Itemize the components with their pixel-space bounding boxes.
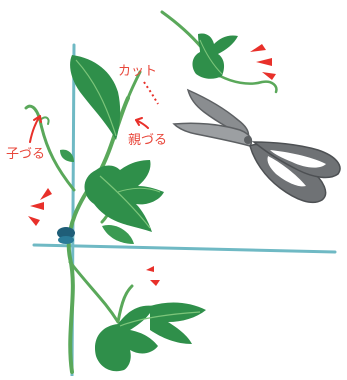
top-leaf bbox=[70, 55, 120, 140]
label-child-vine: 子づる bbox=[6, 148, 45, 162]
trellis-net bbox=[34, 45, 335, 376]
trellis-horizontal-wire bbox=[34, 245, 335, 252]
label-parent-vine: 親づる bbox=[128, 134, 167, 148]
tie-knot bbox=[57, 227, 75, 244]
parent-vine-arrow bbox=[136, 118, 148, 128]
pruning-scissors-icon bbox=[174, 90, 340, 202]
red-cut-marks-icon bbox=[250, 44, 276, 80]
small-mid-leaf bbox=[102, 225, 134, 244]
label-cut: カット bbox=[118, 65, 157, 79]
red-cut-marks-icon bbox=[146, 266, 160, 286]
cut-indicator-dots bbox=[144, 82, 158, 104]
red-cut-marks-icon bbox=[28, 188, 52, 226]
cut-off-shoot bbox=[162, 12, 276, 92]
mid-leaf bbox=[85, 160, 165, 232]
lower-side-shoot bbox=[70, 262, 132, 322]
